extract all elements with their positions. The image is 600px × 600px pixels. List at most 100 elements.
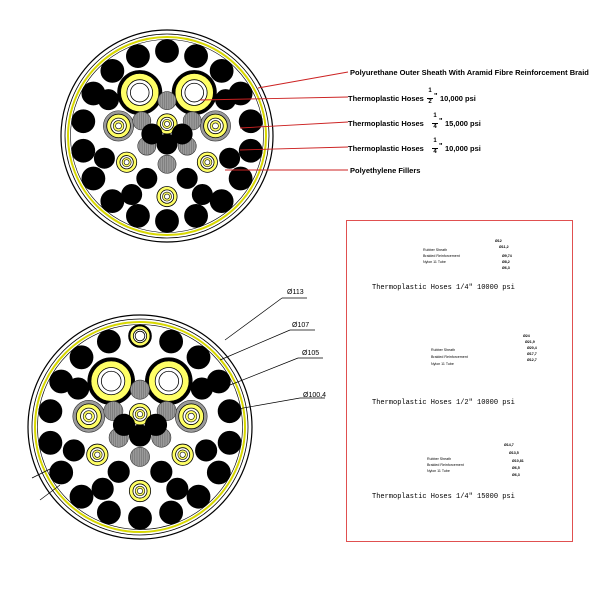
polyethylene-filler <box>130 379 150 400</box>
black-core <box>112 413 136 436</box>
black-core <box>159 500 184 525</box>
legend3-caption: Thermoplastic Hoses 1/4" 15000 psi <box>372 493 515 501</box>
black-core <box>190 377 213 400</box>
aramid-braid <box>34 321 246 533</box>
legend3-layer-sheath: Rubber Sheath <box>427 457 452 461</box>
dimension-tick-line <box>31 467 53 479</box>
black-core <box>184 44 208 69</box>
small-hose-bore <box>164 193 170 200</box>
legend1-layer-tube: Nylon 11 Tube <box>423 260 446 264</box>
hose-quarter-15k-numerator: 1 <box>433 113 437 119</box>
legend2-dim-4: Ø17,7 <box>527 352 537 356</box>
legend2-dim-1: Ø24 <box>523 334 530 338</box>
dimension-sheath-inner: Ø105 <box>302 350 320 357</box>
black-core <box>186 484 211 509</box>
black-core <box>219 147 241 169</box>
black-core <box>136 167 158 189</box>
black-core <box>91 477 114 500</box>
leader-lines <box>31 71 349 501</box>
black-core <box>69 345 94 370</box>
black-core <box>209 189 234 214</box>
callout-leader-line <box>239 121 349 129</box>
black-core <box>96 500 121 525</box>
top-cable-cross-section <box>60 29 274 243</box>
filler-hatch <box>159 91 176 110</box>
black-core <box>67 377 90 400</box>
filler-hatch <box>159 401 175 421</box>
black-core <box>128 506 152 530</box>
dimension-braid: Ø107 <box>292 322 310 329</box>
legend3-dim-1: Ø14,7 <box>504 443 514 447</box>
black-core <box>155 39 179 63</box>
aramid-braid <box>67 36 267 236</box>
legend2-dim-2: Ø21,9 <box>525 340 535 344</box>
legend2-dim-3: Ø20,4 <box>527 346 537 350</box>
black-core <box>38 430 63 455</box>
hose-quarter-10k-psi: 10,000 psi <box>445 144 481 153</box>
black-core <box>144 413 168 436</box>
legend1-dim-5: Ø6,3 <box>502 266 510 270</box>
black-core <box>141 123 163 145</box>
hose-half-numerator: 1 <box>428 88 432 94</box>
large-hose-bore <box>100 370 122 392</box>
small-hose-bore <box>179 451 186 458</box>
hose-quarter-15k-psi: 15,000 psi <box>445 119 481 128</box>
hose-quarter-10k-denominator: 4 <box>432 148 438 155</box>
legend1-caption: Thermoplastic Hoses 1/4" 10000 psi <box>372 284 515 292</box>
legend2-layer-braid: Braided Reinforcement <box>431 355 468 359</box>
legend2-dim-5: Ø12,7 <box>527 358 537 362</box>
small-hose-bore <box>204 159 211 166</box>
large-hose-bore <box>184 82 204 103</box>
black-core <box>171 123 193 145</box>
legend1-layer-sheath: Rubber Sheath <box>423 248 448 252</box>
hose-half-label: Thermoplastic Hoses <box>348 94 424 103</box>
dimension-leader-line <box>219 329 291 361</box>
black-core <box>166 477 189 500</box>
dimension-outer: Ø113 <box>287 289 304 296</box>
black-core <box>126 203 150 228</box>
black-core <box>150 460 173 483</box>
black-core <box>107 460 130 483</box>
black-core <box>209 58 234 83</box>
black-core <box>156 133 178 155</box>
black-core <box>100 189 125 214</box>
callout-leader-line <box>257 71 349 89</box>
black-core <box>191 184 213 206</box>
black-core <box>217 399 242 424</box>
black-core <box>228 166 253 191</box>
black-core <box>126 44 150 69</box>
legend3-dim-4: Ø6,5 <box>512 466 520 470</box>
polyethylene-filler <box>130 446 150 467</box>
dimension-leader-line <box>224 297 283 341</box>
black-core <box>195 439 218 462</box>
black-core <box>159 329 184 354</box>
hose-quarter-10k-inch-mark: " <box>439 141 443 150</box>
dimension-tick-line <box>39 484 61 501</box>
legend3-dim-3: Ø10,81 <box>512 459 524 463</box>
fillers-label: Polyethylene Fillers <box>350 166 421 175</box>
large-hose-bore <box>130 82 150 103</box>
legend1-dim-2: Ø11,2 <box>499 245 509 249</box>
ringed-hose-bore <box>115 122 122 130</box>
black-core <box>71 138 96 163</box>
bottom-cable-cross-section <box>27 314 253 540</box>
black-core <box>238 138 263 163</box>
legend3-layer-tube: Nylon 11 Tube <box>427 469 450 473</box>
dimension-leader-line <box>231 397 301 411</box>
legend1-layer-braid: Braided Reinforcement <box>423 254 460 258</box>
legend3-layer-braid: Braided Reinforcement <box>427 463 464 467</box>
hose-quarter-10k-label: Thermoplastic Hoses <box>348 144 424 153</box>
ringed-hose-bore <box>212 122 219 130</box>
legend2-layer-sheath: Rubber Sheath <box>431 348 456 352</box>
black-core <box>238 109 263 134</box>
small-hose-bore <box>123 159 130 166</box>
hose-half-denominator: 2 <box>427 98 433 105</box>
black-core <box>155 209 179 233</box>
hose-detail-legend: Rubber Sheath Braided Reinforcement Nylo… <box>346 220 573 542</box>
legend1-dim-1: Ø12 <box>495 239 502 243</box>
small-hose-bore <box>94 451 101 458</box>
black-core <box>38 399 63 424</box>
black-core <box>184 203 208 228</box>
black-core <box>69 484 94 509</box>
